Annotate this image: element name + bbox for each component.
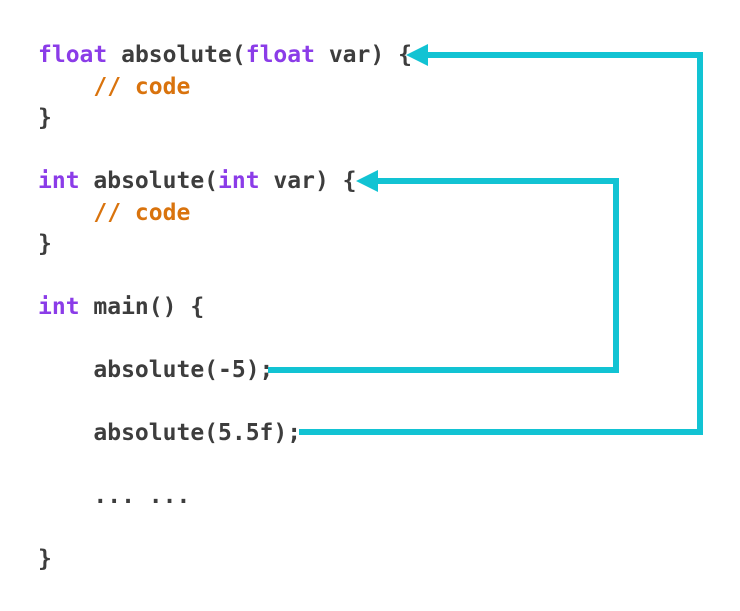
code-segment: absolute(	[79, 168, 219, 194]
code-line: int main() {	[38, 292, 412, 324]
code-line: absolute(-5);	[38, 355, 412, 387]
code-block: float absolute(float var) { // code}int …	[38, 40, 412, 576]
code-line	[38, 513, 412, 545]
code-line: // code	[38, 198, 412, 230]
code-segment: int	[38, 294, 80, 320]
code-segment: int	[218, 168, 260, 194]
code-line: absolute(5.5f);	[38, 418, 412, 450]
code-segment: absolute(	[107, 42, 246, 68]
code-line: }	[38, 229, 412, 261]
code-segment: int	[38, 168, 80, 194]
code-segment: absolute(-5);	[38, 357, 274, 383]
code-segment: }	[38, 546, 52, 572]
code-segment: var) {	[259, 168, 357, 194]
code-segment: // code	[38, 199, 191, 226]
code-segment: }	[38, 105, 52, 131]
code-line: }	[38, 544, 412, 576]
code-line	[38, 135, 412, 167]
code-segment: float	[245, 42, 315, 68]
code-segment: // code	[38, 73, 191, 100]
code-line	[38, 324, 412, 356]
code-segment: main() {	[79, 294, 205, 320]
code-segment: absolute(5.5f);	[38, 420, 302, 446]
code-line: ... ...	[38, 481, 412, 513]
code-line: float absolute(float var) {	[38, 40, 412, 72]
code-segment: ... ...	[38, 483, 191, 509]
code-segment: }	[38, 231, 52, 257]
code-line: }	[38, 103, 412, 135]
code-line	[38, 261, 412, 293]
code-segment: var) {	[314, 42, 412, 68]
code-segment: float	[38, 42, 108, 68]
code-line	[38, 450, 412, 482]
code-line	[38, 387, 412, 419]
code-line: // code	[38, 72, 412, 104]
code-line: int absolute(int var) {	[38, 166, 412, 198]
